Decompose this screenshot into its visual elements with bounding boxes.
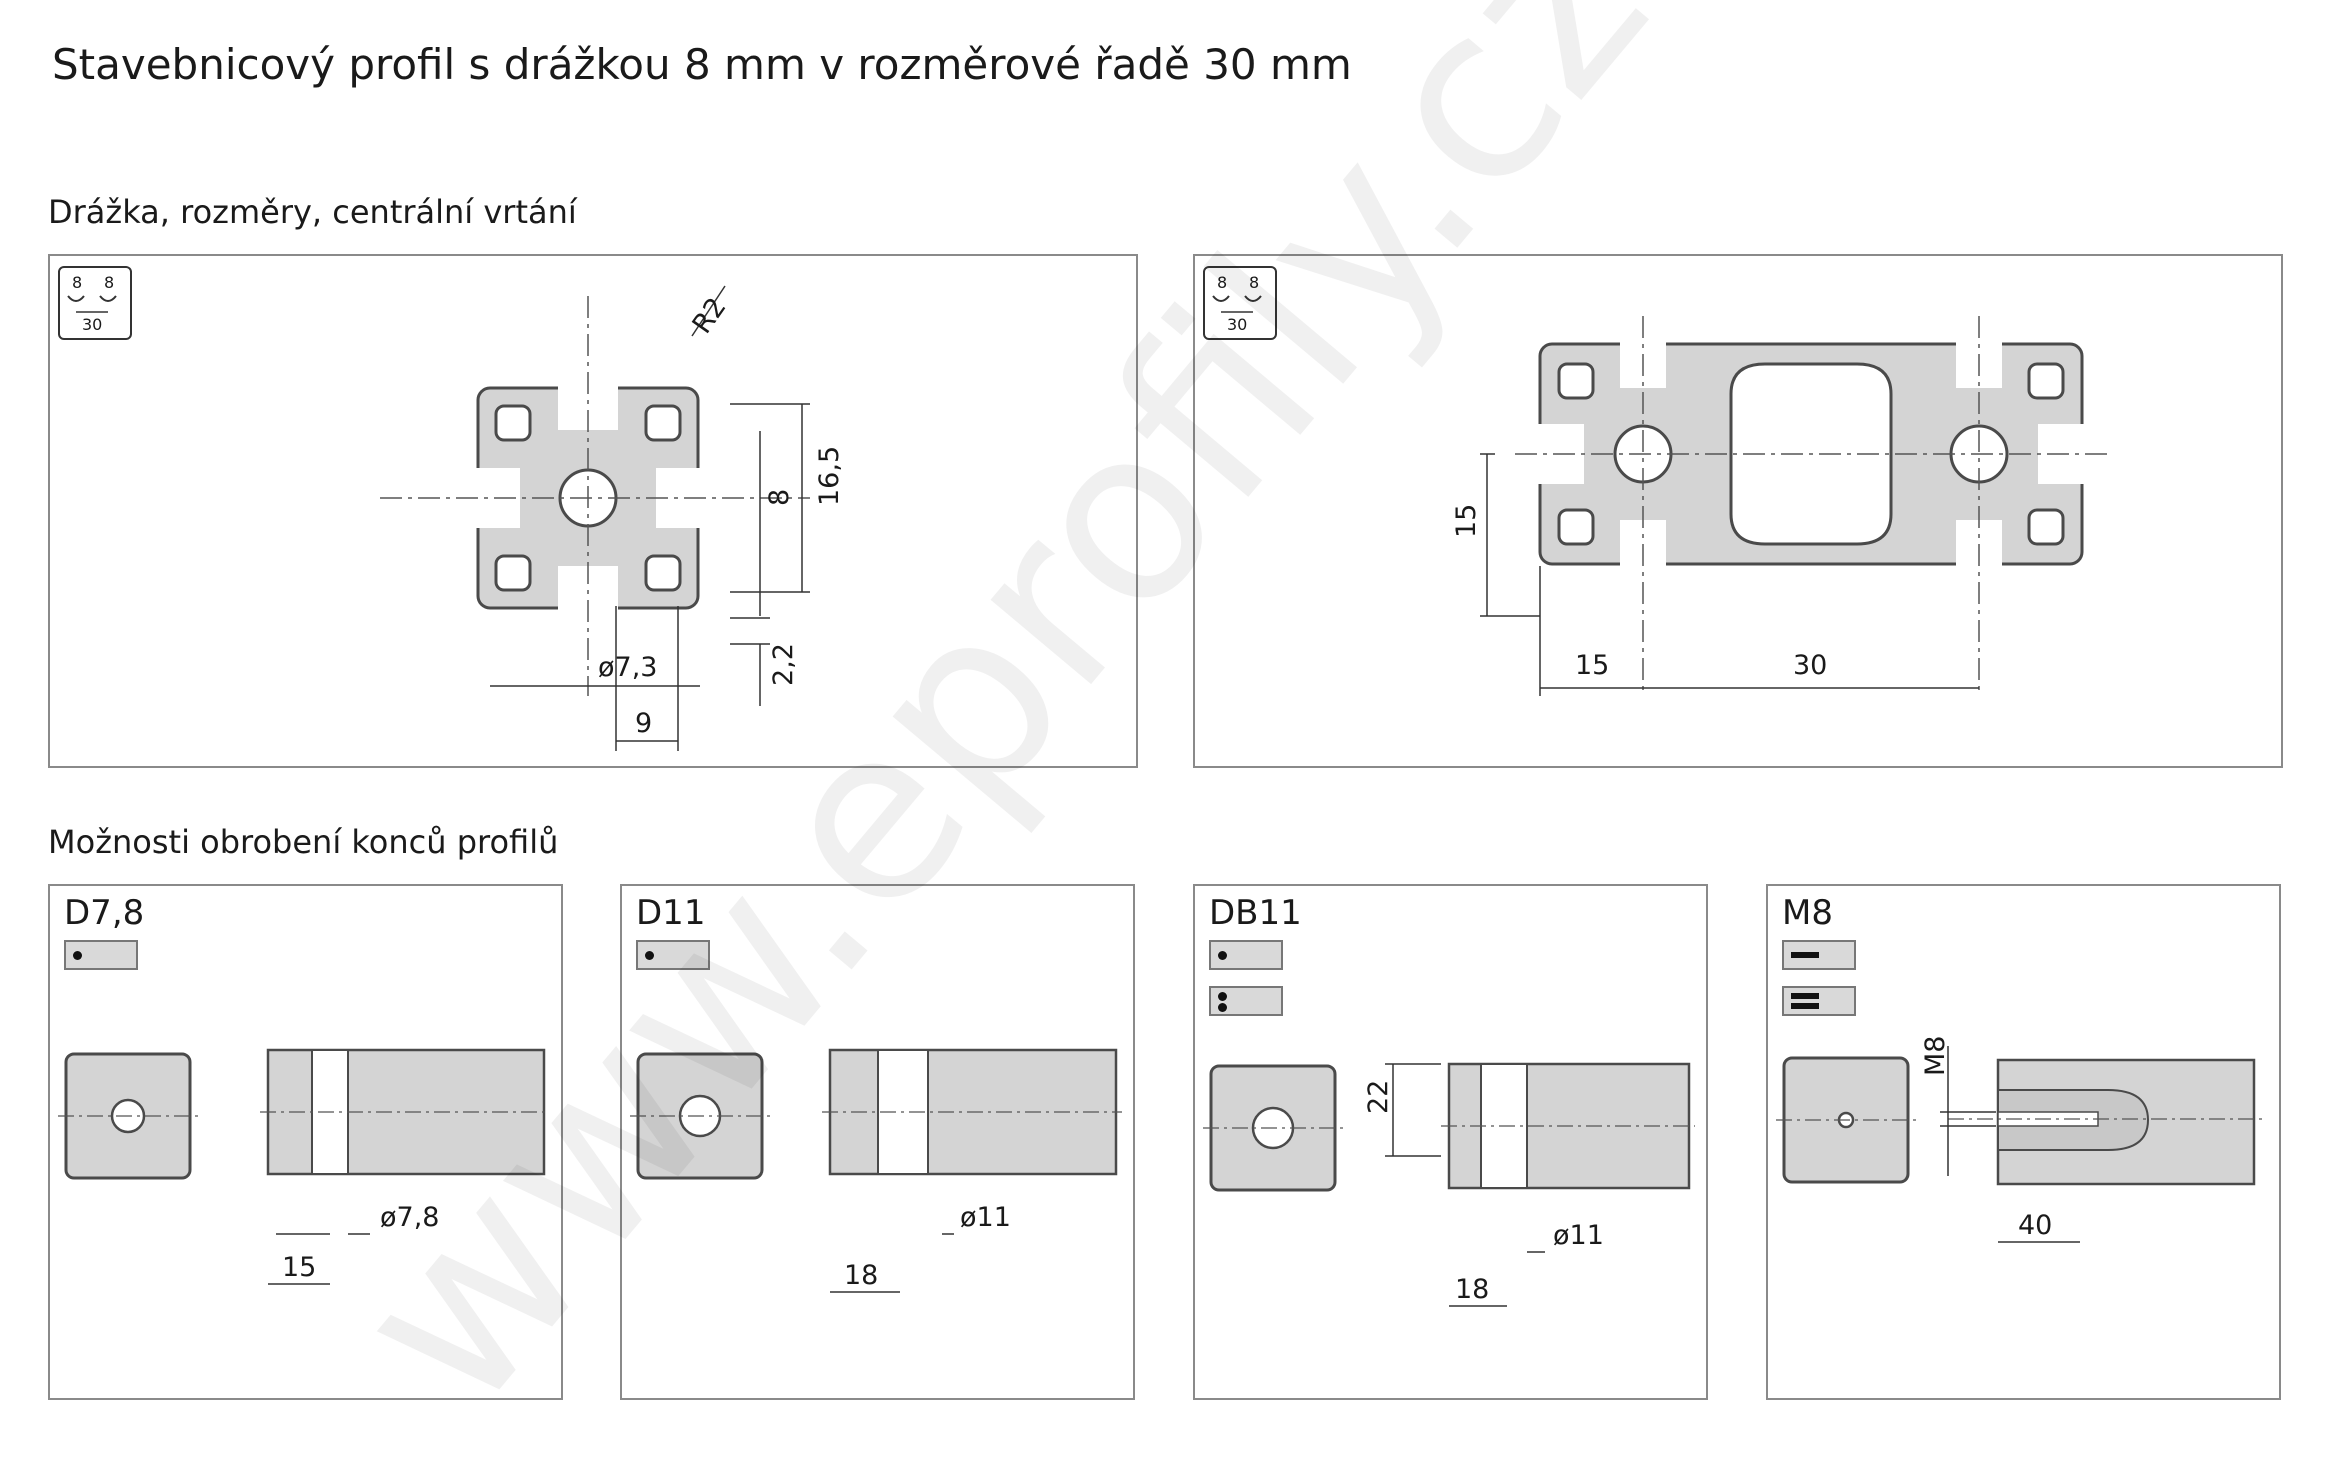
thread-bar-icon (1791, 1003, 1819, 1009)
end-drawing-d78: ø7,8 15 (58, 1048, 550, 1285)
section-heading-groove: Drážka, rozměry, centrální vrtání (48, 193, 577, 231)
panel-end-m8: M8 M8 40 (1766, 884, 2281, 1400)
panel-profile-30x30: 8 8 30 (48, 254, 1138, 768)
groove-icon-left: 8 (1217, 273, 1227, 292)
dim-thread: M8 (1920, 1036, 1951, 1076)
dim-bore-diameter: ø11 (960, 1202, 1011, 1233)
thread-bar-icon (1791, 993, 1819, 999)
end-drawing-d11: ø11 18 (630, 1048, 1122, 1293)
bore-dot-icon (1218, 992, 1227, 1001)
dim-groove-depth: 2,2 (768, 643, 799, 686)
section-heading-end-machining: Možnosti obrobení konců profilů (48, 823, 559, 861)
panel-end-d78: D7,8 ø7,8 15 (48, 884, 563, 1400)
groove-icon-bottom: 30 (82, 315, 102, 334)
panel-label-d78: D7,8 (64, 893, 145, 933)
dim-bore-distance: 15 (282, 1252, 316, 1283)
dim-groove-width: 8 (764, 489, 795, 506)
legend-double-thread (1782, 986, 1856, 1016)
panel-label-db11: DB11 (1209, 893, 1302, 933)
legend-single-bore (1209, 940, 1283, 970)
profile-cross-section-drawing: R2 8 16,5 ø7,3 2,2 9 (380, 285, 845, 751)
panel-end-db11: DB11 22 ø11 18 (1193, 884, 1708, 1400)
page-title: Stavebnicový profil s drážkou 8 mm v roz… (52, 40, 1352, 89)
panel-end-d11: D11 ø11 18 (620, 884, 1135, 1400)
bore-dot-icon (1218, 951, 1227, 960)
groove-icon-right: 8 (1249, 273, 1259, 292)
dim-radius: R2 (687, 292, 733, 339)
groove-icon-right: 8 (104, 273, 114, 292)
bore-dot-icon (645, 951, 654, 960)
dim-nine: 9 (635, 708, 652, 739)
profile-double-cross-section-drawing: 15 15 30 (1451, 316, 2110, 696)
dim-bore-distance: 18 (844, 1260, 878, 1291)
dim-left-offset: 15 (1575, 650, 1609, 681)
legend-single-bore (636, 940, 710, 970)
panel-label-d11: D11 (636, 893, 706, 933)
thread-bar-icon (1791, 952, 1819, 958)
groove-icon-bottom: 30 (1227, 315, 1247, 334)
dim-height: 15 (1451, 504, 1482, 538)
dim-height: 22 (1363, 1080, 1394, 1114)
dim-center-bore: ø7,3 (598, 652, 657, 683)
groove-icon-left: 8 (72, 273, 82, 292)
dim-inner-width: 16,5 (814, 446, 845, 506)
groove-icon: 8 8 30 (1203, 266, 1277, 340)
bore-dot-icon (73, 951, 82, 960)
panel-profile-30x60: 8 8 30 15 15 30 (1193, 254, 2283, 768)
groove-icon: 8 8 30 (58, 266, 132, 340)
groove-icon-graphic: 8 8 30 (67, 273, 117, 334)
dim-thread-depth: 40 (2018, 1210, 2052, 1241)
end-drawing-db11: 22 ø11 18 (1203, 1062, 1695, 1307)
bore-dot-icon (1218, 1003, 1227, 1012)
legend-single-thread (1782, 940, 1856, 970)
dim-bore-diameter: ø11 (1553, 1220, 1604, 1251)
legend-single-bore (64, 940, 138, 970)
dim-bore-diameter: ø7,8 (380, 1202, 439, 1233)
dim-center-distance: 30 (1793, 650, 1827, 681)
end-drawing-m8: M8 40 (1776, 1036, 2264, 1243)
groove-icon-graphic: 8 8 30 (1212, 273, 1262, 334)
dim-bore-distance: 18 (1455, 1274, 1489, 1305)
panel-label-m8: M8 (1782, 893, 1833, 933)
legend-double-bore (1209, 986, 1283, 1016)
